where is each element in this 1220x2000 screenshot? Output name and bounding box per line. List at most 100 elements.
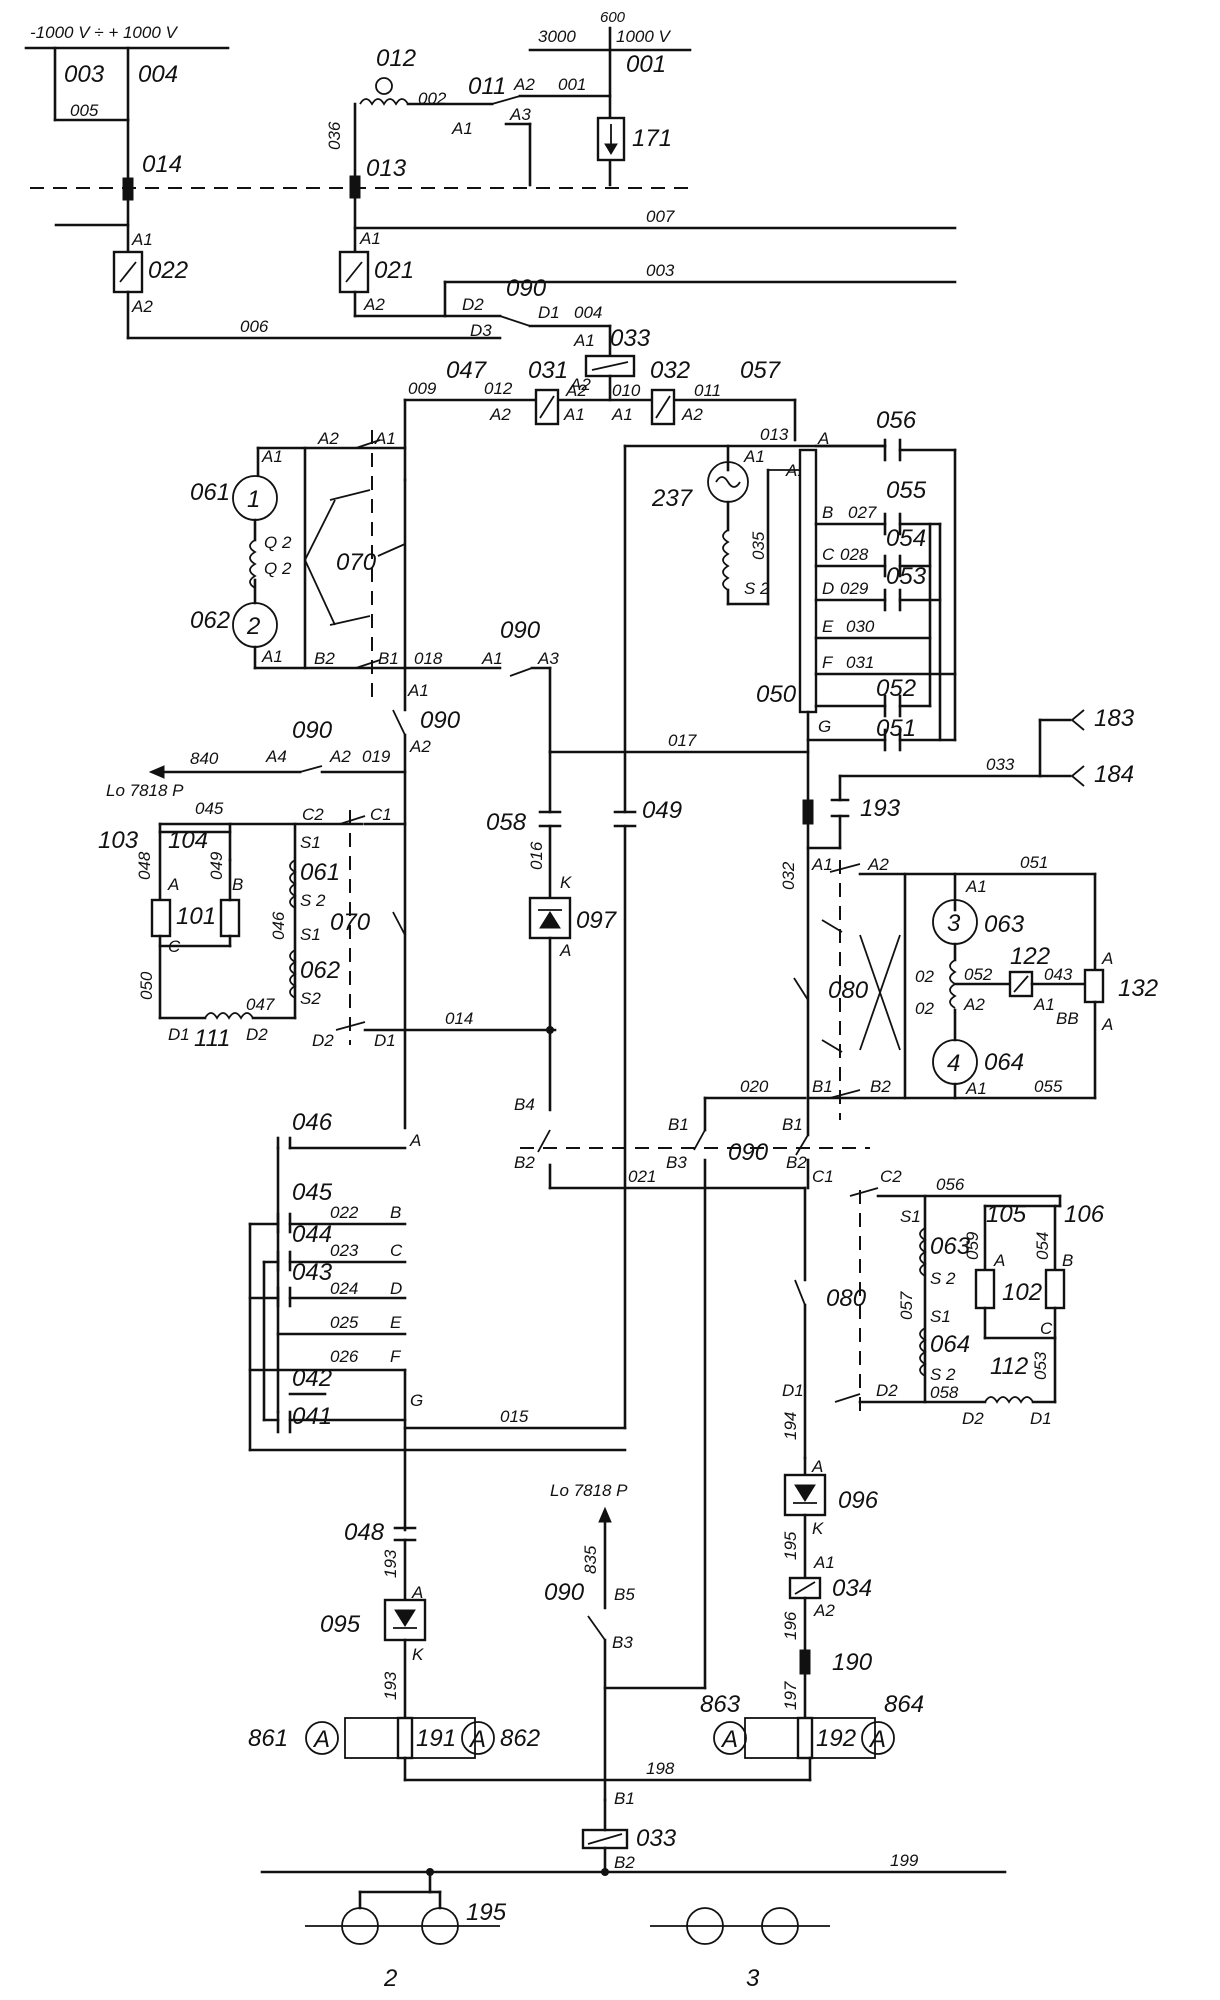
shunt-192 <box>796 1716 814 1760</box>
relay-022-label: 022 <box>148 257 188 284</box>
svg-text:044: 044 <box>292 1221 332 1248</box>
svg-text:A1: A1 <box>451 119 473 138</box>
svg-text:A: A <box>411 1583 423 1602</box>
svg-text:S 2: S 2 <box>930 1269 956 1288</box>
svg-text:A: A <box>1101 1015 1113 1034</box>
diode-096-branch: 194 A 096 K 195 A1 034 A2 196 190 197 <box>781 1412 879 1720</box>
svg-text:194: 194 <box>781 1412 800 1440</box>
ammeter-861 <box>305 1721 339 1755</box>
diode-096 <box>783 1473 827 1517</box>
svg-text:A1: A1 <box>481 649 503 668</box>
svg-text:A1: A1 <box>1033 995 1055 1014</box>
svg-text:A2: A2 <box>867 855 889 874</box>
svg-text:097: 097 <box>576 907 618 934</box>
field-group-1: 103 104 045 C2 C1 048 A 101 C 049 B 050 … <box>98 799 557 1052</box>
svg-text:017: 017 <box>668 731 697 750</box>
svg-text:049: 049 <box>642 797 682 824</box>
svg-text:D1: D1 <box>538 303 560 322</box>
svg-text:047: 047 <box>446 357 488 384</box>
svg-text:041: 041 <box>292 1403 332 1430</box>
svg-text:02: 02 <box>915 967 934 986</box>
svg-text:A2: A2 <box>681 405 703 424</box>
resistor-132 <box>1083 968 1105 1004</box>
switch-090-label-2: 090 <box>500 617 541 644</box>
svg-text:S1: S1 <box>900 1207 921 1226</box>
svg-text:A1: A1 <box>813 1553 835 1572</box>
lamp-012-label: 012 <box>376 45 416 72</box>
svg-text:Q 2: Q 2 <box>264 559 292 578</box>
svg-text:063: 063 <box>930 1233 971 1260</box>
wheel-2b <box>421 1907 459 1945</box>
svg-text:A: A <box>409 1131 421 1150</box>
svg-text:057: 057 <box>897 1291 916 1320</box>
wheel-3a <box>686 1907 724 1945</box>
selector-050: A 056 B 027 055 C 028 054 D 029 053 E 03… <box>756 407 957 802</box>
svg-text:043: 043 <box>1044 965 1073 984</box>
ammeter-group-1: A 861 191 A 862 198 <box>248 1716 812 1782</box>
wire-006-label: 006 <box>240 317 269 336</box>
svg-text:B1: B1 <box>812 1077 833 1096</box>
svg-text:S 2: S 2 <box>930 1365 956 1384</box>
svg-text:B3: B3 <box>666 1153 687 1172</box>
arrow-to-lo7818p <box>148 765 165 779</box>
svg-text:055: 055 <box>1034 1077 1063 1096</box>
svg-text:033: 033 <box>986 755 1015 774</box>
svg-text:056: 056 <box>876 407 917 434</box>
svg-text:3000: 3000 <box>538 27 576 46</box>
svg-text:A1: A1 <box>965 877 987 896</box>
wheel-3b <box>761 1907 799 1945</box>
svg-text:A4: A4 <box>265 747 287 766</box>
svg-text:S1: S1 <box>930 1307 951 1326</box>
svg-text:036: 036 <box>325 121 344 150</box>
svg-text:022: 022 <box>330 1203 359 1222</box>
svg-text:A2: A2 <box>813 1601 835 1620</box>
diode-095-branch: 048 193 A 095 K 193 <box>320 1519 427 1720</box>
switch-090-b5-branch: Lo 7818 P 835 090 B5 B3 B1 033 B2 <box>544 1481 707 1874</box>
svg-text:A1: A1 <box>563 405 585 424</box>
svg-text:B: B <box>390 1203 401 1222</box>
svg-text:132: 132 <box>1118 975 1158 1002</box>
switch-080-label-1: 080 <box>828 977 869 1004</box>
svg-text:011: 011 <box>694 381 721 400</box>
ammeter-863 <box>713 1721 747 1755</box>
svg-text:A1: A1 <box>261 447 283 466</box>
bogie-3: 3 <box>650 1907 830 1992</box>
svg-text:B1: B1 <box>614 1789 635 1808</box>
svg-text:193: 193 <box>860 795 901 822</box>
svg-text:051: 051 <box>876 715 916 742</box>
svg-text:064: 064 <box>930 1331 970 1358</box>
svg-text:057: 057 <box>740 357 782 384</box>
svg-text:014: 014 <box>445 1009 473 1028</box>
svg-text:BB: BB <box>1056 1009 1079 1028</box>
svg-text:045: 045 <box>292 1179 333 1206</box>
svg-text:A2: A2 <box>569 375 591 394</box>
svg-text:048: 048 <box>135 851 154 880</box>
svg-text:062: 062 <box>300 957 340 984</box>
svg-text:004: 004 <box>574 303 602 322</box>
relay-021-label: 021 <box>374 257 414 284</box>
svg-text:195: 195 <box>781 1531 800 1560</box>
svg-text:024: 024 <box>330 1279 358 1298</box>
svg-text:031: 031 <box>528 357 568 384</box>
svg-text:A: A <box>720 1726 738 1753</box>
svg-text:191: 191 <box>416 1725 456 1752</box>
svg-text:1000 V: 1000 V <box>616 27 672 46</box>
svg-text:D1: D1 <box>782 1381 804 1400</box>
svg-text:A2: A2 <box>363 295 385 314</box>
svg-text:S2: S2 <box>300 989 321 1008</box>
fuse-193-branch: 033 183 184 193 <box>802 705 1135 1137</box>
svg-text:840: 840 <box>190 749 219 768</box>
svg-text:046: 046 <box>269 911 288 940</box>
motor-group-1: A1 1 061 Q 2 Q 2 2 062 A1 A2 A1 B2 B1 07… <box>190 429 429 712</box>
svg-text:E: E <box>390 1313 402 1332</box>
svg-text:195: 195 <box>466 1899 507 1926</box>
resistor-101-b <box>219 898 241 938</box>
svg-text:B1: B1 <box>378 649 399 668</box>
svg-text:D2: D2 <box>462 295 484 314</box>
svg-text:A2: A2 <box>131 297 153 316</box>
svg-text:D2: D2 <box>246 1025 268 1044</box>
fuse-013-label: 013 <box>366 155 407 182</box>
lamp-012 <box>375 77 393 95</box>
svg-text:183: 183 <box>1094 705 1135 732</box>
